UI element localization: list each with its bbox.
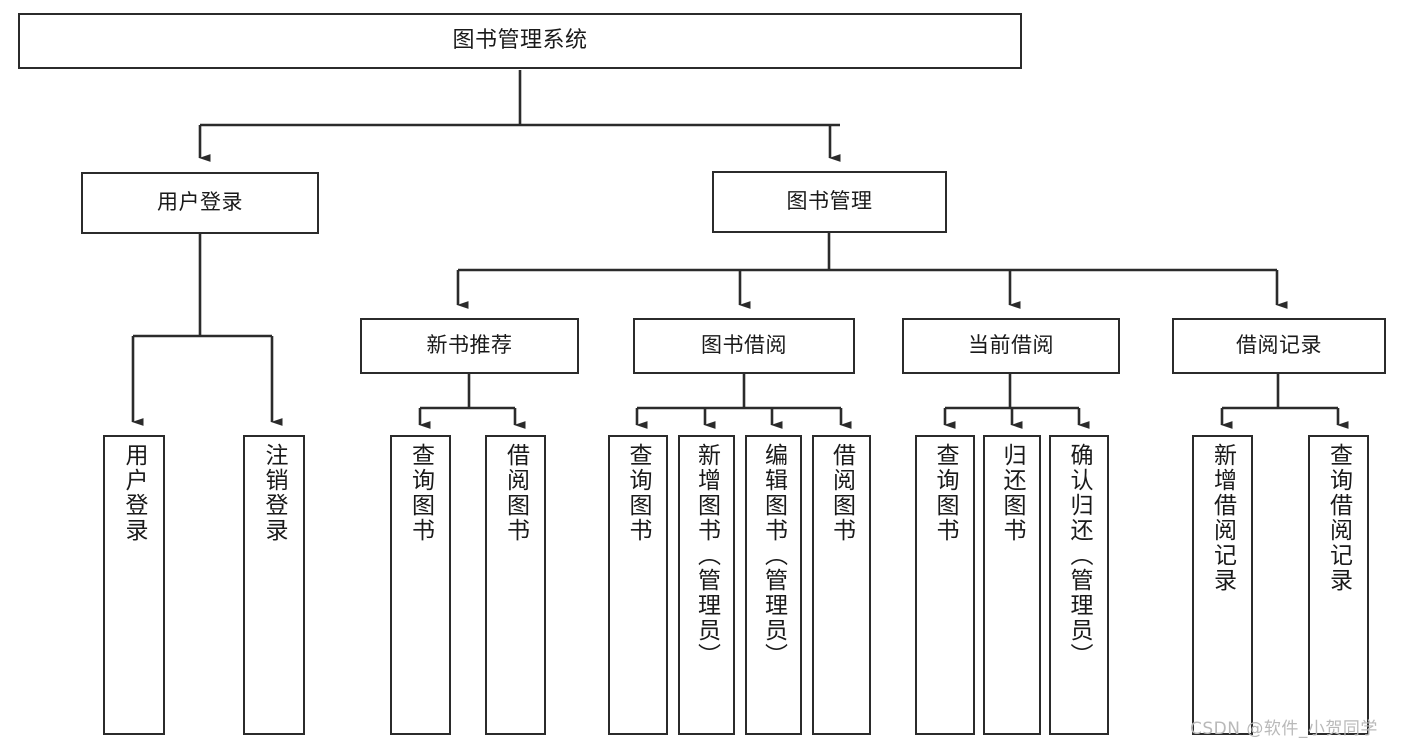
leaf-logout[interactable]: 注销登录	[243, 435, 305, 735]
node-new-book-recommend[interactable]: 新书推荐	[360, 318, 579, 374]
leaf-label: 注销登录	[261, 443, 288, 543]
leaf-return-book[interactable]: 归还图书	[983, 435, 1041, 735]
csdn-watermark: CSDN @软件_小贺同学	[1190, 719, 1378, 739]
leaf-label: 用户登录	[121, 443, 148, 543]
leaf-edit-book-admin[interactable]: 编辑图书（管理员）	[745, 435, 802, 735]
leaf-label: 查询图书	[932, 443, 959, 543]
leaf-add-borrow-record[interactable]: 新增借阅记录	[1192, 435, 1253, 735]
leaf-user-login[interactable]: 用户登录	[103, 435, 165, 735]
leaf-label: 新增图书（管理员）	[693, 443, 720, 668]
leaf-label: 新增借阅记录	[1209, 443, 1236, 593]
leaf-label: 确认归还（管理员）	[1066, 443, 1093, 668]
leaf-borrow-book-recommend[interactable]: 借阅图书	[485, 435, 546, 735]
leaf-query-book-recommend[interactable]: 查询图书	[390, 435, 451, 735]
node-book-management[interactable]: 图书管理	[712, 171, 947, 233]
leaf-label: 借阅图书	[502, 443, 529, 543]
leaf-query-book-borrow[interactable]: 查询图书	[608, 435, 668, 735]
leaf-query-book-current[interactable]: 查询图书	[915, 435, 975, 735]
node-book-borrow[interactable]: 图书借阅	[633, 318, 855, 374]
node-user-login[interactable]: 用户登录	[81, 172, 319, 234]
leaf-borrow-book[interactable]: 借阅图书	[812, 435, 871, 735]
leaf-query-borrow-record[interactable]: 查询借阅记录	[1308, 435, 1369, 735]
node-current-borrow[interactable]: 当前借阅	[902, 318, 1120, 374]
leaf-label: 查询图书	[625, 443, 652, 543]
leaf-label: 查询借阅记录	[1325, 443, 1352, 593]
leaf-confirm-return-admin[interactable]: 确认归还（管理员）	[1049, 435, 1109, 735]
node-root-system[interactable]: 图书管理系统	[18, 13, 1022, 69]
leaf-label: 查询图书	[407, 443, 434, 543]
leaf-label: 归还图书	[999, 443, 1026, 543]
node-borrow-record[interactable]: 借阅记录	[1172, 318, 1386, 374]
leaf-label: 借阅图书	[828, 443, 855, 543]
leaf-add-book-admin[interactable]: 新增图书（管理员）	[678, 435, 735, 735]
leaf-label: 编辑图书（管理员）	[760, 443, 787, 668]
